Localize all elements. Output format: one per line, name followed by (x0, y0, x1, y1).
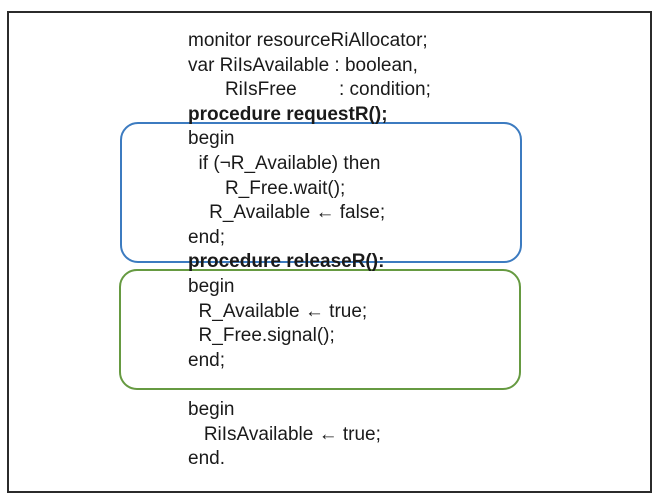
code-line-begin-request: begin (188, 128, 235, 150)
code-line-init-assign: RiIsAvailable ← true; (188, 423, 381, 445)
code-line-blank (188, 373, 431, 398)
requestR-highlight-box (120, 122, 522, 263)
code-line-monitor: monitor resourceRiAllocator; (188, 30, 428, 51)
code-line-begin-release: begin (188, 275, 235, 297)
code-line-signal: R_Free.signal(); (188, 325, 335, 347)
code-line-procedure-releaseR: procedure releaseR(): (188, 251, 385, 273)
code-line-assign-true: R_Available ← true; (188, 300, 368, 322)
code-line-wait: R_Free.wait(); (188, 177, 346, 199)
code-line-end-request: end; (188, 226, 225, 248)
code-line-end-init: end. (188, 448, 225, 470)
pseudocode-block: monitor resourceRiAllocator; var RiIsAva… (188, 29, 431, 472)
code-line-condition: RiIsFree : condition; (188, 79, 431, 101)
slide-border-frame (7, 11, 652, 493)
code-line-if: if (¬R_Available) then (188, 152, 381, 174)
code-line-var: var RiIsAvailable : boolean, (188, 54, 418, 76)
code-line-assign-false: R_Available ← false; (188, 202, 386, 224)
code-line-end-release: end; (188, 349, 225, 371)
code-line-begin-init: begin (188, 398, 235, 420)
releaseR-highlight-box (119, 269, 521, 390)
code-line-procedure-requestR: procedure requestR(); (188, 103, 388, 125)
